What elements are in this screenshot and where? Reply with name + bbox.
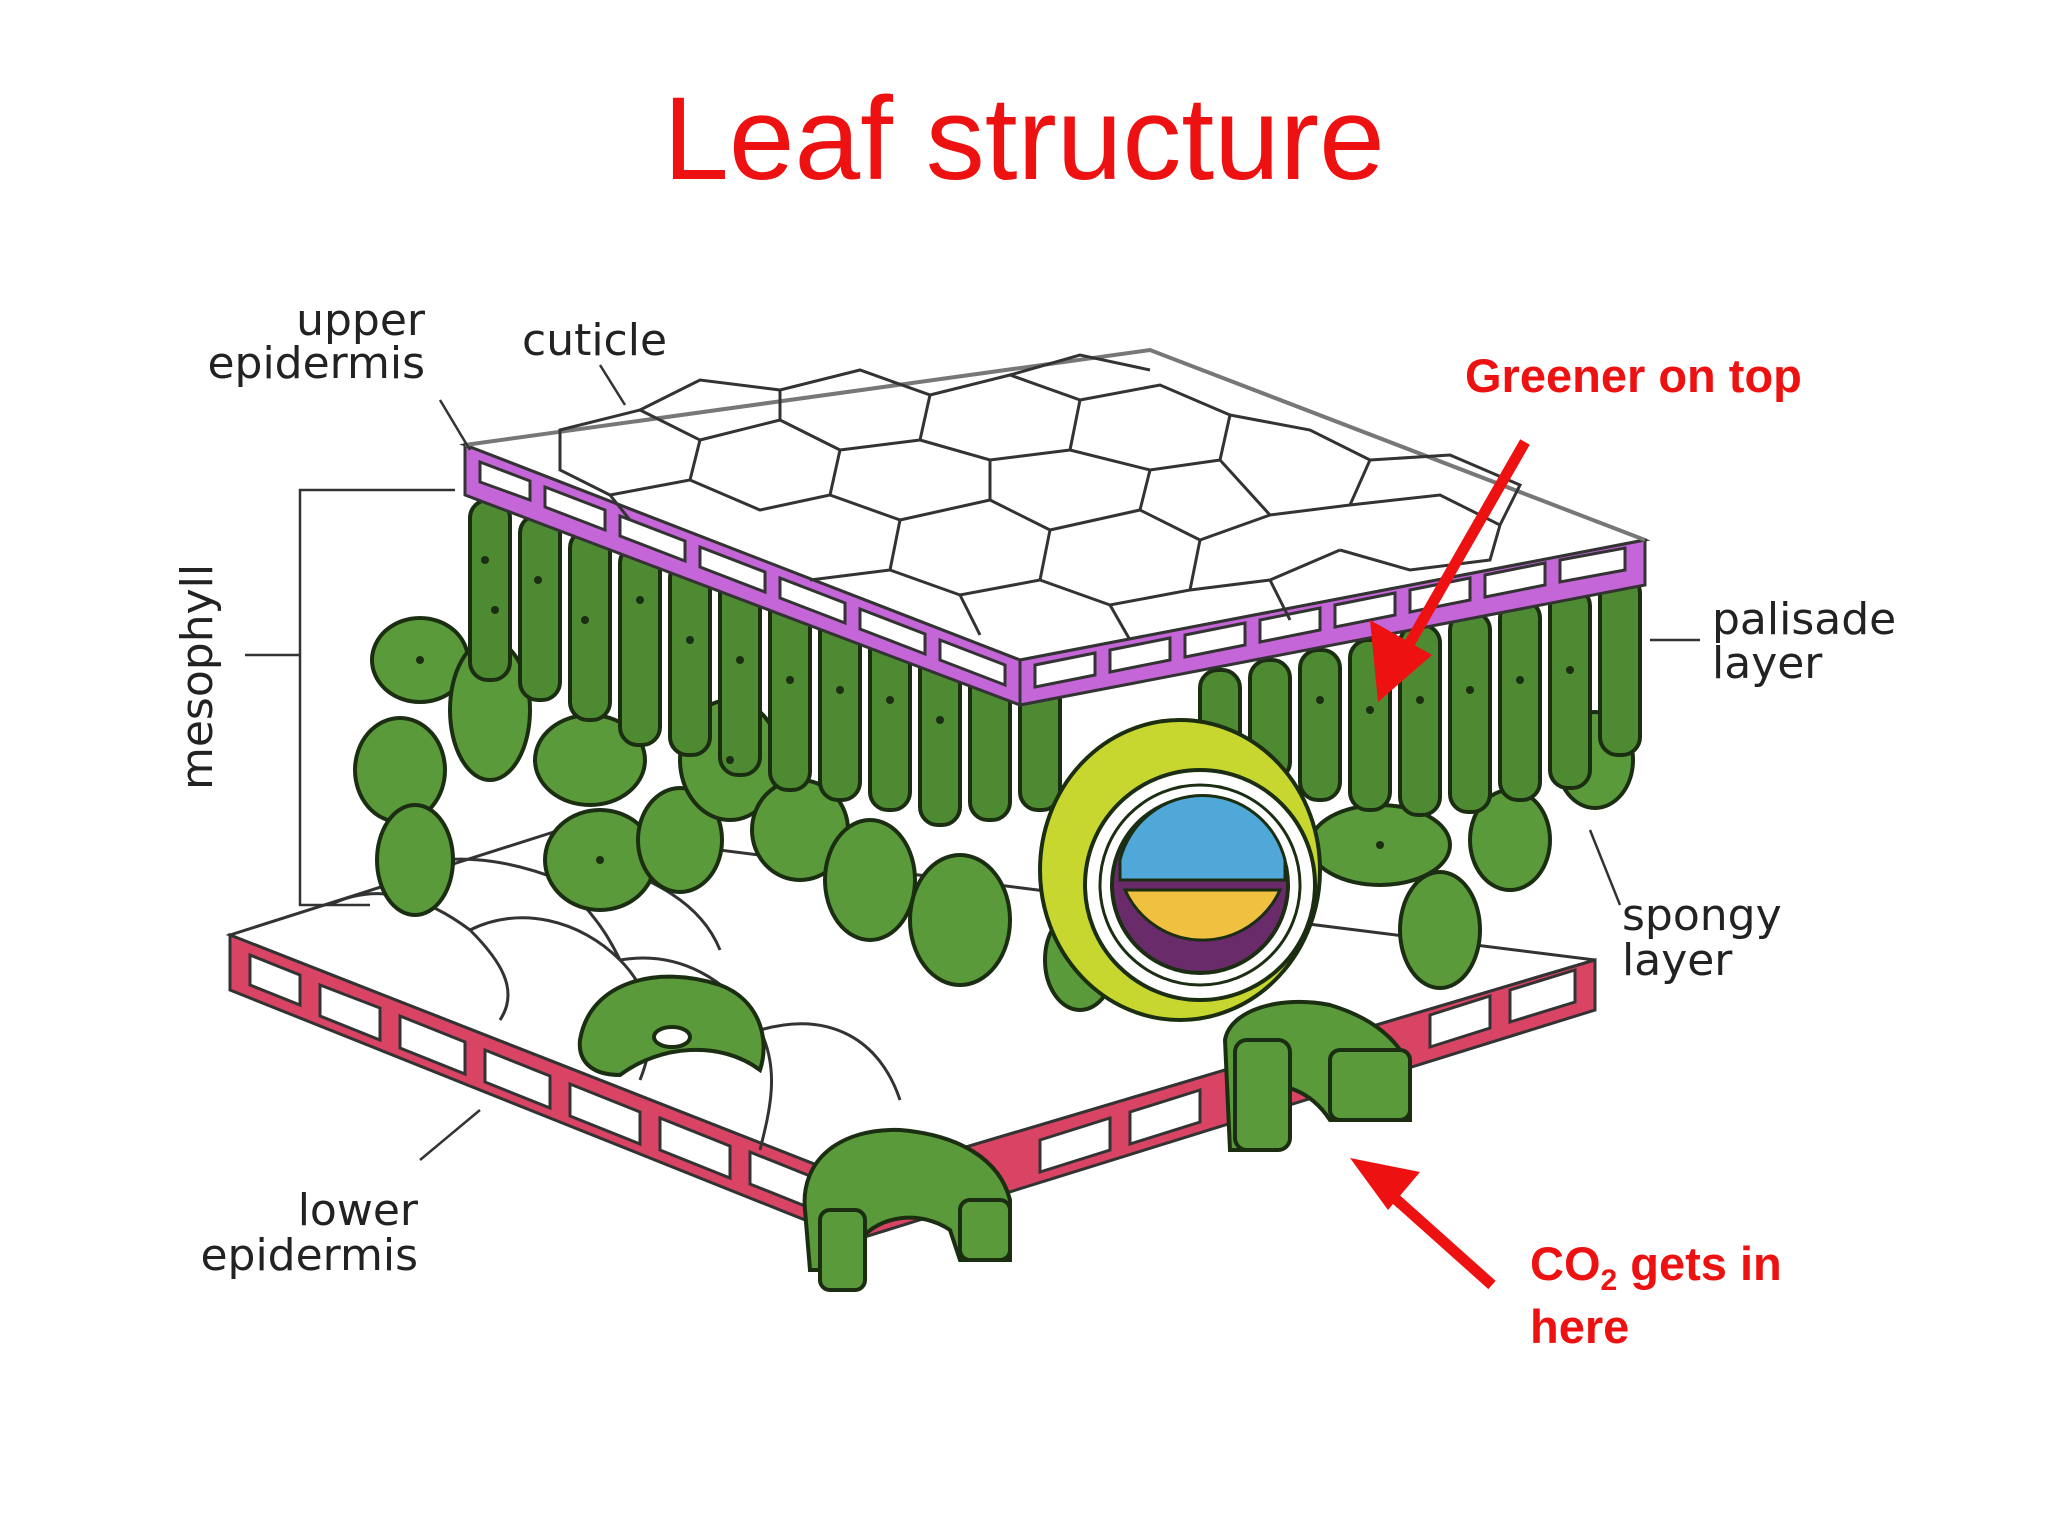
arrow-co2-head [1350,1158,1420,1210]
annotation-co2-text-line1: CO2 gets in [1530,1237,1782,1297]
arrow-co2-shaft [1376,1180,1496,1290]
annotation-greener-text: Greener on top [1465,349,1802,402]
label-palisade-line2: layer [1712,638,1823,689]
page-title: Leaf structure [663,73,1385,205]
annotation-greener-on-top: Greener on top [1370,349,1802,702]
label-upper-epidermis-line1: upper [296,295,426,346]
label-lower-epidermis-line1: lower [298,1185,419,1236]
vascular-bundle [1038,718,1322,1022]
label-mesophyll: mesophyll [172,564,223,790]
annotation-co2-text-line2: here [1530,1300,1629,1353]
label-palisade-line1: palisade [1712,594,1896,645]
label-lower-epidermis-line2: epidermis [200,1230,418,1281]
leader-lines [245,364,1700,1161]
arrow-greener-head [1370,620,1432,702]
diagram-labels: upper epidermis cuticle mesophyll palisa… [172,295,1896,1281]
label-spongy-line2: layer [1622,935,1733,986]
arrow-greener-shaft [1395,439,1530,663]
annotation-co2-entry: CO2 gets in here [1350,1158,1782,1353]
guard-cells [577,974,1412,1292]
label-cuticle: cuticle [522,315,667,366]
label-spongy-line1: spongy [1622,890,1782,941]
chloroplast-dots [416,556,1574,864]
label-upper-epidermis-line2: epidermis [207,338,425,389]
upper-epidermis-slab [459,347,1651,708]
